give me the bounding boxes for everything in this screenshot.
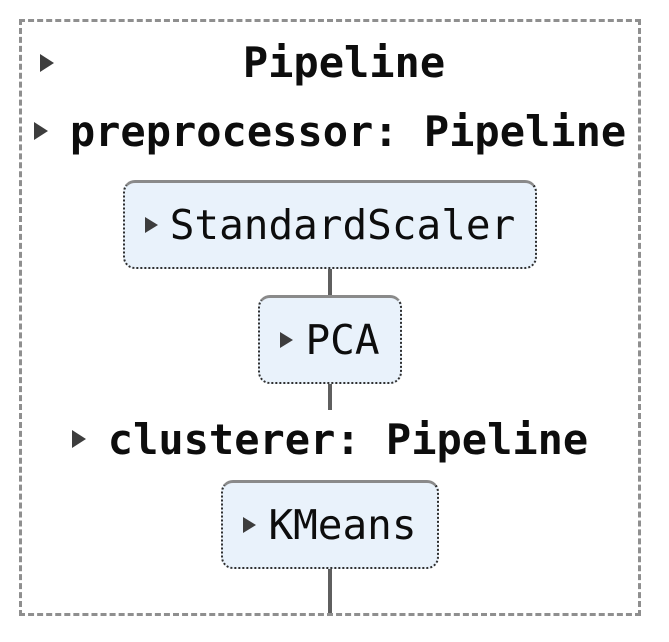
pipeline-title[interactable]: Pipeline	[242, 38, 446, 87]
toggle-caret-icon[interactable]	[71, 430, 86, 448]
sub-pipeline-label-text: preprocessor: Pipeline	[69, 106, 627, 156]
sub-pipeline-label-text: clusterer: Pipeline	[107, 414, 589, 464]
estimator-pca[interactable]: PCA	[258, 295, 402, 384]
toggle-caret-icon[interactable]	[280, 332, 294, 348]
connector-line	[328, 269, 332, 295]
connector-line	[328, 384, 332, 410]
toggle-caret-icon[interactable]	[33, 122, 48, 140]
toggle-caret-icon[interactable]	[144, 217, 158, 233]
connector-line	[328, 569, 332, 613]
estimator-label: KMeans	[268, 501, 417, 549]
pipeline-container: Pipeline preprocessor: Pipeline Standard…	[19, 19, 641, 616]
estimator-kmeans[interactable]: KMeans	[221, 480, 439, 569]
estimator-label: StandardScaler	[169, 201, 516, 249]
pipeline-root-row[interactable]: Pipeline	[22, 34, 638, 92]
sub-pipeline-label-clusterer[interactable]: clusterer: Pipeline	[71, 412, 589, 466]
toggle-caret-icon[interactable]	[243, 517, 257, 533]
estimator-label: PCA	[305, 316, 380, 364]
sub-pipeline-label-preprocessor[interactable]: preprocessor: Pipeline	[33, 104, 627, 158]
estimator-standardscaler[interactable]: StandardScaler	[122, 180, 538, 269]
toggle-caret-icon[interactable]	[40, 54, 54, 72]
